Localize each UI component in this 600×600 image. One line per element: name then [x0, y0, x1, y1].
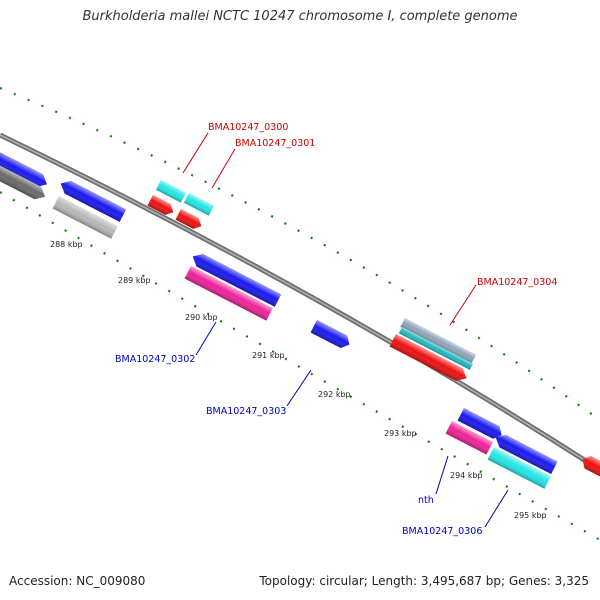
gene-cyan-0300: [155, 180, 186, 203]
leader-bma0306: [484, 489, 509, 528]
gene-label-bma0302: BMA10247_0302: [115, 354, 195, 365]
gene-red-0300: [147, 195, 174, 215]
tick-label-292: 292 kbp: [318, 390, 351, 399]
gene-blue-290: [192, 254, 282, 307]
gene-gray-288: [52, 196, 118, 239]
leader-bma0300: [182, 132, 209, 174]
genome-backbone: [0, 132, 600, 473]
tick-label-294: 294 kbp: [450, 471, 483, 480]
tick-label-295: 295 kbp: [514, 511, 547, 520]
tick-label-289: 289 kbp: [118, 276, 151, 285]
gene-darkgray-left-edge: [0, 163, 46, 200]
gene-label-nth: nth: [418, 495, 434, 506]
tick-label-293: 293 kbp: [384, 429, 417, 438]
gene-blue-288: [60, 181, 127, 222]
gene-label-bma0300: BMA10247_0300: [208, 122, 288, 133]
gene-blue-left-edge: [0, 146, 47, 187]
gene-cyan-0301: [183, 193, 214, 216]
gene-label-bma0304: BMA10247_0304: [477, 277, 557, 288]
gene-pink-0302: [184, 266, 273, 321]
inner-tick-ring: [0, 191, 600, 541]
gene-blue-nth: [457, 408, 502, 439]
leader-bma0304: [449, 284, 477, 326]
tick-label-290: 290 kbp: [185, 313, 218, 322]
gene-label-bma0301: BMA10247_0301: [235, 138, 315, 149]
gene-red-right-edge: [582, 456, 600, 478]
tick-label-291: 291 kbp: [252, 351, 285, 360]
gene-red-0304: [389, 334, 467, 381]
gene-label-bma0303: BMA10247_0303: [206, 406, 286, 417]
map-title: Burkholderia mallei NCTC 10247 chromosom…: [82, 9, 518, 24]
gene-cyan-0306: [487, 447, 551, 489]
leader-bma0303: [286, 369, 312, 407]
accession-text: Accession: NC_009080: [9, 574, 146, 588]
gene-teal-0304: [398, 327, 474, 370]
gene-pink-nth: [445, 421, 493, 455]
gene-label-bma0306: BMA10247_0306: [402, 526, 482, 537]
leader-bma0302: [195, 321, 217, 356]
gene-blue-295: [495, 435, 558, 475]
gene-red-0301: [175, 209, 202, 229]
leader-bma0301: [211, 148, 236, 189]
gene-blue-0303: [310, 320, 350, 349]
gene-slate-0304: [400, 318, 477, 364]
leader-nth: [435, 455, 449, 495]
genome-summary-text: Topology: circular; Length: 3,495,687 bp…: [259, 574, 589, 588]
tick-label-288: 288 kbp: [50, 240, 83, 249]
